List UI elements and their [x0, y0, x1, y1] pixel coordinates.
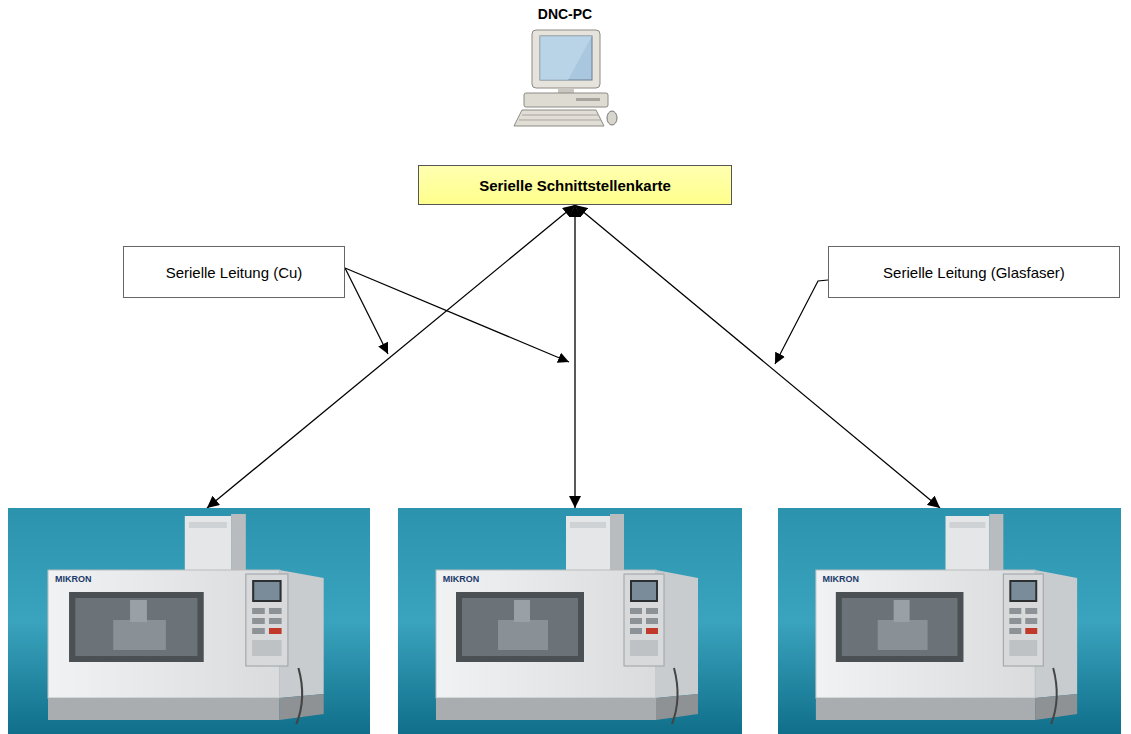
serial-cable-arrow [574, 205, 575, 508]
computer-icon [510, 28, 620, 128]
machine-tool: MIKRON [778, 508, 1121, 734]
brand-logo: MIKRON [443, 574, 480, 584]
leader-line [345, 268, 388, 354]
brand-logo: MIKRON [823, 574, 860, 584]
milling-machine-picture [398, 508, 742, 734]
machine-tool: MIKRON [398, 508, 742, 734]
leader-line [345, 268, 569, 362]
computer-node: DNC-PC [510, 4, 620, 130]
interface-card-box: Serielle Schnittstellenkarte [418, 165, 732, 205]
box-label: Serielle Leitung (Glasfaser) [883, 264, 1065, 281]
callout-box: Serielle Leitung (Cu) [123, 246, 345, 298]
callout-box: Serielle Leitung (Glasfaser) [828, 246, 1120, 298]
box-label: Serielle Leitung (Cu) [166, 264, 303, 281]
machine-tool: MIKRON [8, 508, 370, 734]
computer-label: DNC-PC [510, 6, 620, 22]
brand-logo: MIKRON [55, 574, 92, 584]
leader-line [775, 280, 828, 364]
milling-machine-picture [778, 508, 1121, 734]
box-label: Serielle Schnittstellenkarte [479, 177, 671, 194]
milling-machine-picture [8, 508, 370, 734]
